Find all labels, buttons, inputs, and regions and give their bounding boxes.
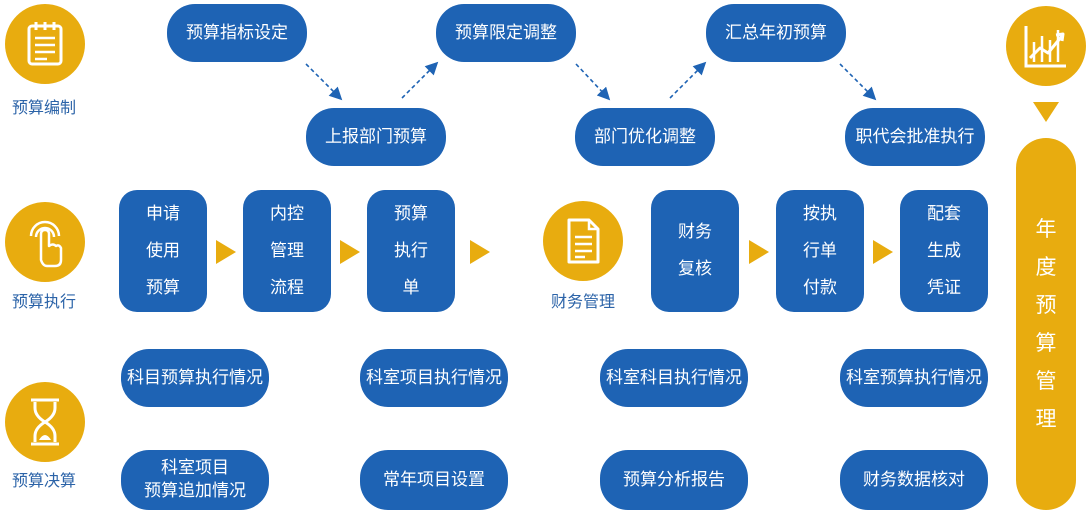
text-line: 执行 [394, 240, 428, 261]
flow-box-apply-budget: 申请 使用 预算 [119, 190, 207, 312]
text-line: 复核 [678, 259, 712, 279]
arrow-down-3 [839, 63, 877, 101]
text-char: 度 [1035, 255, 1057, 279]
report-box-budget-analysis: 预算分析报告 [600, 450, 748, 510]
arrow-down-1 [305, 63, 343, 101]
report-box-subject-budget-exec: 科目预算执行情况 [121, 349, 269, 407]
section-label-finance: 财务管理 [550, 292, 615, 311]
flow-box-finance-review: 财务 复核 [651, 190, 739, 312]
text-line: 凭证 [927, 277, 961, 298]
touch-hand-icon [5, 202, 85, 282]
text-char: 理 [1035, 407, 1057, 431]
text-line: 付款 [803, 277, 837, 298]
flow-arrow-right [873, 240, 893, 264]
report-box-dept-project-additional: 科室项目 预算追加情况 [121, 450, 269, 510]
report-box-annual-project-settings: 常年项目设置 [360, 450, 508, 510]
flow-box-dept-optimize: 部门优化调整 [575, 108, 715, 166]
document-icon [543, 201, 623, 281]
section-label-settle: 预算决算 [11, 471, 76, 490]
report-box-dept-project-exec: 科室项目执行情况 [360, 349, 508, 407]
section-label-compile: 预算编制 [11, 98, 76, 117]
flow-box-pay-by-sheet: 按执 行单 付款 [776, 190, 864, 312]
flow-box-budget-exec-sheet: 预算 执行 单 [367, 190, 455, 312]
text-line: 按执 [803, 203, 837, 224]
hourglass-icon [5, 382, 85, 462]
text-line: 财务 [678, 222, 712, 242]
text-char: 年 [1035, 217, 1057, 241]
text-line: 预算 [394, 203, 428, 224]
text-line: 流程 [270, 277, 304, 298]
annual-budget-management-bar: 年 度 预 算 管 理 [1016, 138, 1076, 510]
text-line: 行单 [803, 240, 837, 261]
section-label-execute: 预算执行 [11, 292, 76, 311]
arrow-up-2 [669, 61, 707, 99]
text-line: 申请 [146, 203, 180, 224]
report-box-dept-subject-exec: 科室科目执行情况 [600, 349, 748, 407]
flow-box-generate-voucher: 配套 生成 凭证 [900, 190, 988, 312]
notebook-icon [5, 4, 85, 84]
text-line: 预算 [146, 277, 180, 298]
text-line: 内控 [270, 203, 304, 224]
flow-arrow-right [340, 240, 360, 264]
text-line: 配套 [927, 203, 961, 224]
text-line: 科室项目 [161, 458, 229, 479]
report-box-dept-budget-exec: 科室预算执行情况 [840, 349, 988, 407]
text-line: 单 [402, 277, 420, 298]
flow-box-budget-limit-adjust: 预算限定调整 [436, 4, 576, 62]
text-line: 预算追加情况 [144, 481, 246, 501]
text-line: 使用 [146, 240, 180, 261]
flow-arrow-right [216, 240, 236, 264]
arrow-down-2 [575, 63, 611, 101]
text-char: 预 [1035, 293, 1057, 317]
report-box-finance-data-check: 财务数据核对 [840, 450, 988, 510]
flow-arrow-down [1033, 102, 1059, 122]
flow-box-report-dept-budget: 上报部门预算 [306, 108, 446, 166]
flow-box-budget-indicator: 预算指标设定 [167, 4, 307, 62]
flow-box-internal-control: 内控 管理 流程 [243, 190, 331, 312]
text-line: 管理 [270, 240, 304, 261]
flow-arrow-right [470, 240, 490, 264]
flow-arrow-right [749, 240, 769, 264]
text-char: 算 [1035, 331, 1057, 355]
flow-box-congress-approve: 职代会批准执行 [845, 108, 985, 166]
arrow-up-1 [401, 61, 439, 99]
flow-box-summarize-budget: 汇总年初预算 [706, 4, 846, 62]
text-line: 生成 [927, 240, 961, 261]
growth-chart-icon [1006, 6, 1086, 86]
text-char: 管 [1035, 369, 1057, 393]
